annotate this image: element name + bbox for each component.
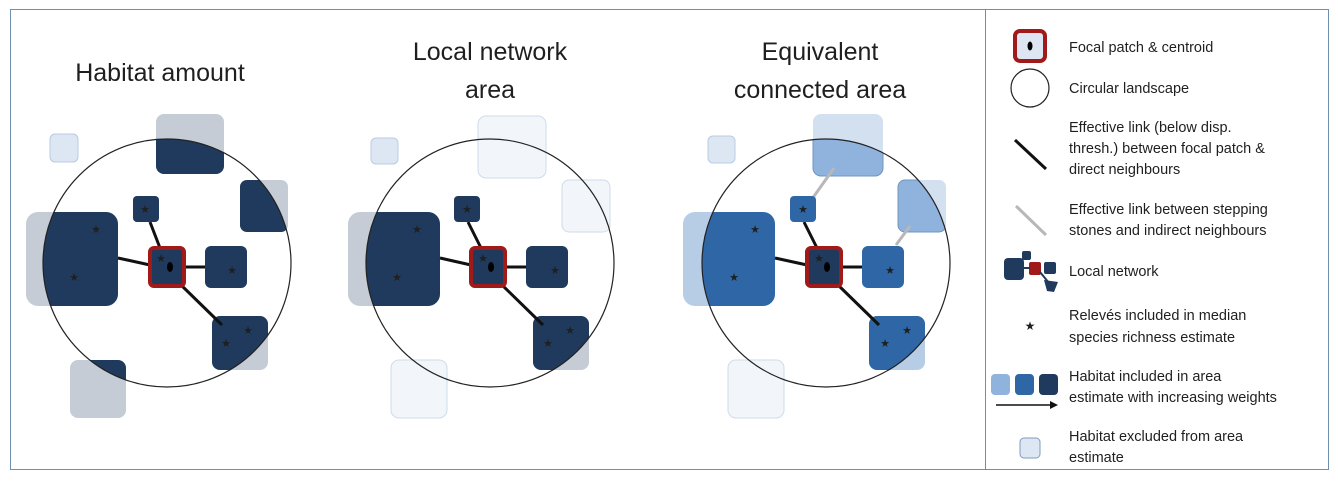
legend-text: Habitat included in area xyxy=(1069,369,1222,385)
effective-link xyxy=(466,221,483,249)
effective-link xyxy=(499,282,545,327)
legend-item-circular-landscape: Circular landscape xyxy=(1010,68,1189,108)
habitat-patch xyxy=(862,246,904,288)
excluded-patch xyxy=(727,359,785,419)
releve-star: ★ xyxy=(227,265,237,277)
effective-link xyxy=(835,282,881,327)
habitat-patch xyxy=(702,212,775,306)
releve-star: ★ xyxy=(69,272,79,284)
legend-item-stepping-link: Effective link between stepping stones a… xyxy=(1014,202,1268,239)
legend-item-releves: ★ Relevés included in median species ric… xyxy=(1025,308,1247,346)
releve-star: ★ xyxy=(543,338,553,350)
effective-link xyxy=(148,221,162,249)
effective-link xyxy=(178,282,224,327)
excluded-patch xyxy=(707,135,736,164)
legend-text: Effective link (below disp. xyxy=(1069,120,1232,136)
panel-title-line: Local network xyxy=(413,38,568,66)
network-icon xyxy=(1004,251,1058,292)
habitat-patch xyxy=(790,196,816,222)
legend-item-focal-patch: Focal patch & centroid xyxy=(1013,29,1213,63)
legend-text: Relevés included in median xyxy=(1069,308,1246,324)
panel-title-line: area xyxy=(465,76,515,104)
effective-link xyxy=(774,256,808,267)
effective-link xyxy=(802,221,819,249)
effective-link xyxy=(117,256,151,267)
releve-star: ★ xyxy=(478,253,488,265)
releve-star: ★ xyxy=(462,204,472,216)
legend-text: direct neighbours xyxy=(1069,162,1180,178)
circle-icon xyxy=(1010,68,1050,108)
panel-title-line: Equivalent xyxy=(762,38,879,66)
releve-star: ★ xyxy=(885,265,895,277)
habitat-patch xyxy=(133,196,159,222)
releve-star: ★ xyxy=(392,272,402,284)
star-icon: ★ xyxy=(1025,319,1036,333)
panel-title-line: Habitat amount xyxy=(75,59,245,87)
legend-item-habitat-included: Habitat included in area estimate with i… xyxy=(991,369,1277,409)
excluded-patch xyxy=(561,179,611,233)
legend-text: Circular landscape xyxy=(1069,81,1189,97)
releve-star: ★ xyxy=(91,224,101,236)
excluded-square-icon xyxy=(1019,437,1041,459)
releve-star: ★ xyxy=(798,204,808,216)
weight-squares-icon xyxy=(991,374,1058,409)
releve-star: ★ xyxy=(140,204,150,216)
habitat-patch xyxy=(526,246,568,288)
figure-frame xyxy=(10,9,1329,470)
releve-star: ★ xyxy=(902,325,912,337)
excluded-patch xyxy=(390,359,448,419)
legend-item-habitat-excluded: Habitat excluded from area estimate xyxy=(1019,429,1244,466)
legend-text: Local network xyxy=(1069,264,1159,280)
legend-text: species richness estimate xyxy=(1069,330,1235,346)
excluded-patch xyxy=(370,137,399,165)
patch-centroid xyxy=(824,262,830,272)
releve-star: ★ xyxy=(412,224,422,236)
releve-star: ★ xyxy=(729,272,739,284)
stepping-link xyxy=(810,167,836,200)
legend-text: estimate with increasing weights xyxy=(1069,390,1277,406)
releve-star: ★ xyxy=(750,224,760,236)
legend-text: stones and indirect neighbours xyxy=(1069,223,1267,239)
legend-text: Effective link between stepping xyxy=(1069,202,1268,218)
panel-title-line: connected area xyxy=(734,76,906,104)
landscape-circle xyxy=(42,138,292,388)
stepping-link xyxy=(894,225,912,246)
releve-star: ★ xyxy=(156,253,166,265)
effective-link xyxy=(439,256,472,267)
legend-item-local-network: Local network xyxy=(1004,251,1159,292)
legend-text: estimate xyxy=(1069,450,1124,466)
landscape-circle xyxy=(701,138,951,388)
black-line-icon xyxy=(1013,138,1048,171)
excluded-patch xyxy=(477,115,547,179)
habitat-patch xyxy=(43,212,118,306)
releve-star: ★ xyxy=(243,325,253,337)
panel-local-network-area: Local network area ★ ★ ★ ★ ★ ★ ★ xyxy=(348,38,615,419)
releve-star: ★ xyxy=(880,338,890,350)
centroid-icon xyxy=(1027,41,1033,51)
panel-equivalent-connected-area: Equivalent connected area ★ ★ ★ ★ ★ xyxy=(683,38,951,419)
habitat-patch xyxy=(156,139,224,174)
habitat-patch xyxy=(205,246,247,288)
releve-star: ★ xyxy=(565,325,575,337)
grey-line-icon xyxy=(1014,204,1048,237)
legend-text: Habitat excluded from area xyxy=(1069,429,1244,445)
habitat-patch xyxy=(454,196,480,222)
excluded-patch xyxy=(49,133,79,163)
releve-star: ★ xyxy=(550,265,560,277)
habitat-patch xyxy=(366,212,440,306)
legend-text: thresh.) between focal patch & xyxy=(1069,141,1265,157)
releve-star: ★ xyxy=(221,338,231,350)
releve-star: ★ xyxy=(814,253,824,265)
legend-text: Focal patch & centroid xyxy=(1069,40,1213,56)
legend-item-effective-link: Effective link (below disp. thresh.) bet… xyxy=(1013,120,1265,178)
landscape-circle xyxy=(365,138,615,388)
legend: Focal patch & centroid Circular landscap… xyxy=(991,29,1277,466)
patch-centroid xyxy=(167,262,173,272)
patch-centroid xyxy=(488,262,494,272)
panel-habitat-amount: Habitat amount ★ ★ ★ ★ xyxy=(26,59,292,418)
